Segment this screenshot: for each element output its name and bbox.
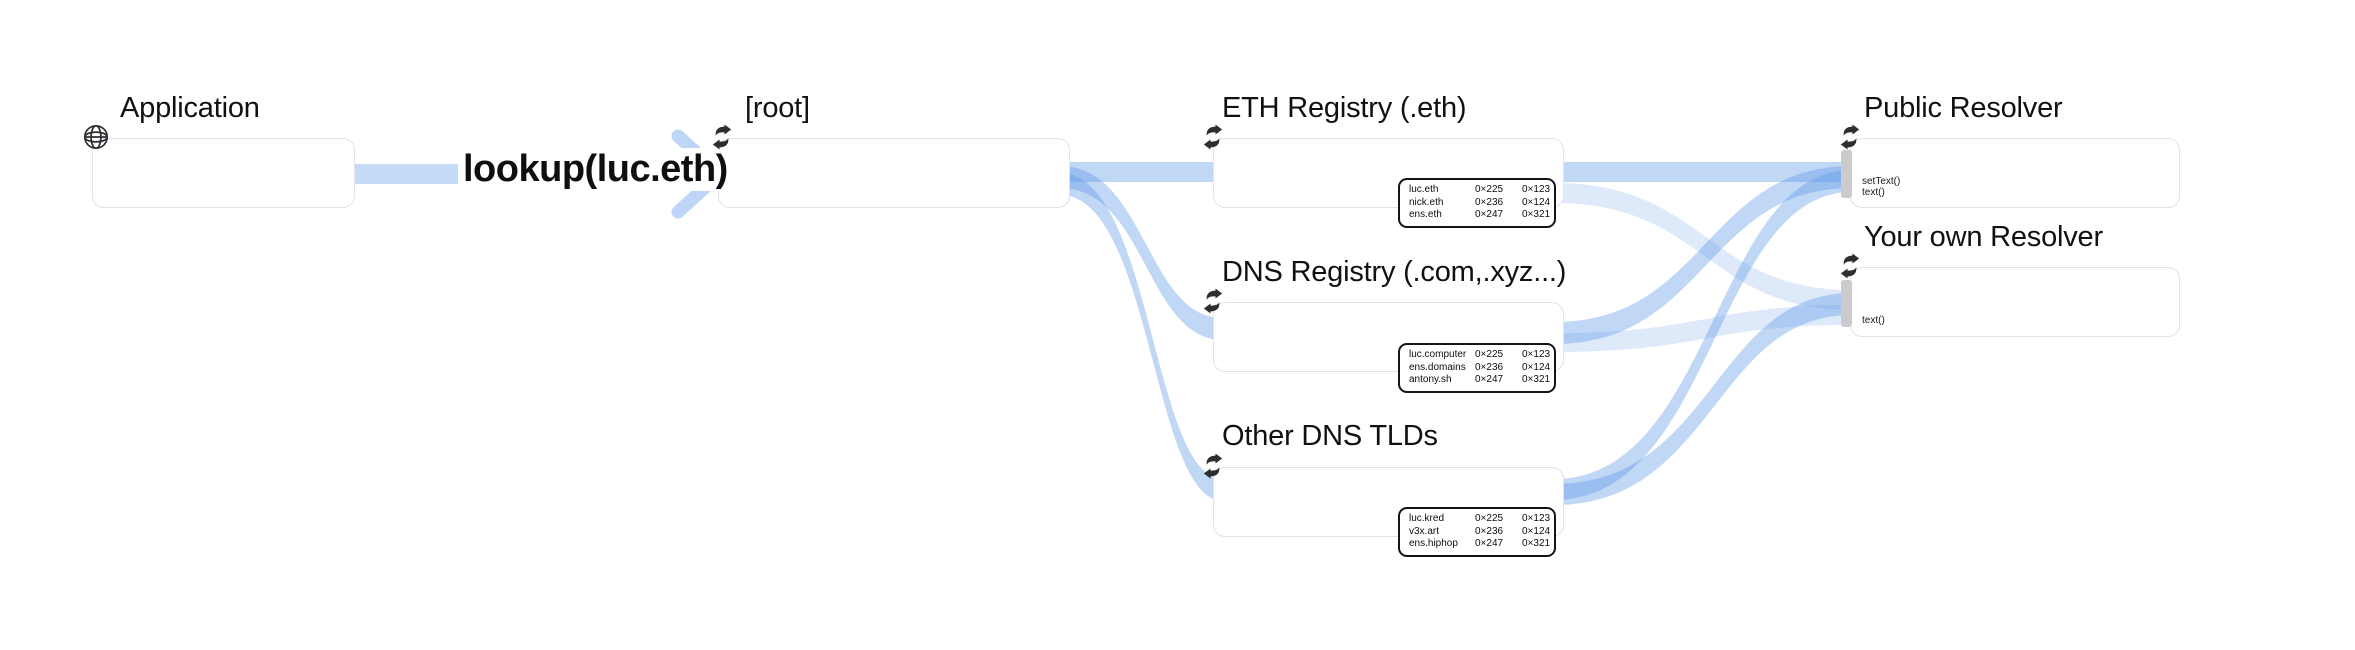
public-resolver-port <box>1841 150 1852 198</box>
public-resolver-title: Public Resolver <box>1864 92 2063 124</box>
record-resolver: 0×321 <box>1522 374 1551 386</box>
record-name: luc.kred <box>1409 513 1445 524</box>
eth-registry-records-card: luc.eth 0×225 0×123 nick.eth 0×236 0×124… <box>1398 178 1556 228</box>
your-resolver-port <box>1841 280 1852 327</box>
record-name: nick.eth <box>1409 196 1444 208</box>
edge-root-to-dns-ribbon <box>1060 166 1223 340</box>
method-text: text() <box>1862 315 1885 326</box>
record-resolver: 0×123 <box>1522 513 1551 524</box>
other-tlds-records-card: luc.kred 0×225 0×123 v3x.art 0×236 0×124… <box>1398 507 1556 557</box>
record-owner: 0×236 <box>1475 361 1504 373</box>
record-name: luc.eth <box>1409 184 1439 195</box>
lookup-label: lookup(luc.eth) <box>458 148 733 191</box>
record-row: ens.eth 0×247 0×321 <box>1409 209 1550 222</box>
edge-root-to-eth-ribbon <box>1060 162 1223 182</box>
record-owner: 0×236 <box>1475 525 1504 537</box>
node-application-box <box>92 138 355 208</box>
record-owner: 0×247 <box>1475 209 1504 221</box>
method-settext: setText() <box>1862 176 1901 187</box>
record-row: nick.eth 0×236 0×124 <box>1409 196 1550 210</box>
your-resolver-title: Your own Resolver <box>1864 221 2103 253</box>
edge-dns-to-public-ribbon <box>1554 166 1852 344</box>
record-row: ens.domains 0×236 0×124 <box>1409 361 1550 375</box>
record-owner: 0×225 <box>1475 513 1504 524</box>
dns-cycle-icon <box>1203 287 1223 315</box>
record-row: luc.computer 0×225 0×123 <box>1409 349 1550 362</box>
record-row: ens.hiphop 0×247 0×321 <box>1409 538 1550 551</box>
record-row: antony.sh 0×247 0×321 <box>1409 374 1550 387</box>
record-name: ens.eth <box>1409 209 1442 221</box>
dns-registry-title: DNS Registry (.com,.xyz...) <box>1222 256 1567 288</box>
application-title: Application <box>120 92 260 124</box>
record-row: v3x.art 0×236 0×124 <box>1409 525 1550 539</box>
record-resolver: 0×124 <box>1522 196 1551 208</box>
record-owner: 0×225 <box>1475 184 1504 195</box>
record-name: ens.hiphop <box>1409 538 1458 550</box>
globe-icon <box>83 124 109 150</box>
node-public-resolver-box <box>1850 138 2180 208</box>
eth-cycle-icon <box>1203 123 1223 151</box>
record-row: luc.eth 0×225 0×123 <box>1409 184 1550 197</box>
method-text: text() <box>1862 187 1885 198</box>
record-resolver: 0×123 <box>1522 184 1551 195</box>
public-resolver-methods: setText() text() <box>1862 176 1900 198</box>
eth-registry-title: ETH Registry (.eth) <box>1222 92 1467 124</box>
root-cycle-icon <box>712 123 732 151</box>
public-cycle-icon <box>1840 123 1860 151</box>
record-name: antony.sh <box>1409 374 1452 386</box>
edge-root-to-other-ribbon <box>1060 173 1223 501</box>
record-name: luc.computer <box>1409 349 1467 360</box>
record-name: ens.domains <box>1409 361 1466 373</box>
record-owner: 0×247 <box>1475 538 1504 550</box>
record-owner: 0×236 <box>1475 196 1504 208</box>
edge-eth-to-your-ribbon <box>1554 183 1852 310</box>
node-your-resolver-box <box>1850 267 2180 337</box>
record-row: luc.kred 0×225 0×123 <box>1409 513 1550 526</box>
other-cycle-icon <box>1203 452 1223 480</box>
edge-other-to-your-ribbon <box>1554 293 1852 505</box>
record-resolver: 0×124 <box>1522 361 1551 373</box>
your-cycle-icon <box>1840 252 1860 280</box>
edge-eth-to-public-ribbon <box>1554 162 1852 182</box>
record-name: v3x.art <box>1409 525 1440 537</box>
record-owner: 0×247 <box>1475 374 1504 386</box>
record-resolver: 0×123 <box>1522 349 1551 360</box>
record-resolver: 0×124 <box>1522 525 1551 537</box>
edge-dns-to-your-ribbon <box>1554 305 1852 352</box>
your-resolver-methods: text() <box>1862 315 1885 326</box>
record-owner: 0×225 <box>1475 349 1504 360</box>
dns-registry-records-card: luc.computer 0×225 0×123 ens.domains 0×2… <box>1398 343 1556 393</box>
other-tlds-title: Other DNS TLDs <box>1222 420 1438 452</box>
record-resolver: 0×321 <box>1522 209 1551 221</box>
node-root-box <box>718 138 1070 208</box>
root-title: [root] <box>745 92 810 124</box>
record-resolver: 0×321 <box>1522 538 1551 550</box>
